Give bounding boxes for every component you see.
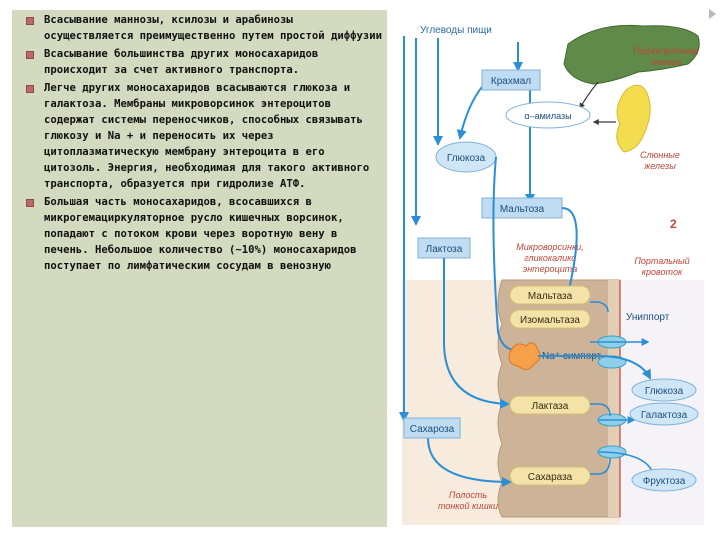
starch-box [481,69,541,91]
food-carbs-label: Углеводы пищи [420,25,492,36]
isomaltase-pill [509,309,591,329]
bullet-item: Всасывание большинства других моносахари… [24,46,384,78]
pancreas-shape [563,24,700,85]
pancreas-label-line2: железа [650,57,681,67]
uniport-label: Униппорт [626,312,670,323]
figure-number: 2 [670,217,677,231]
isomaltase-label: Изомальтаза [520,315,580,326]
arrow-pancreas-to-amylase [579,81,599,110]
bullet-marker-icon [26,17,34,25]
cavity-label-line2: тонкой кишки [438,501,498,511]
arrow-sucrase-flow [590,457,611,475]
portal-label-line2: кровоток [642,267,683,277]
bullet-item: Большая часть моносахаридов, всосавшихся… [24,194,384,274]
bullet-marker-icon [26,51,34,59]
lactose-left-label: Лактоза [426,244,463,255]
sucrose-label: Сахароза [410,424,455,435]
food-carbs-label-bg [410,20,510,38]
arrow-lactose-to-lactase [443,258,510,409]
microvilli-label-line3: энтероцита [523,264,577,274]
salivary-gland-shape [616,84,651,153]
portal-label-line1: Портальный [634,256,689,266]
arrow-lactase-flow [590,403,611,417]
arrow-maltase-flow [590,301,609,313]
cavity-label-line1: Полость [449,490,487,500]
maltase-pill [509,285,591,305]
bullet-text: Всасывание маннозы, ксилозы и арабинозы … [44,14,383,42]
lactase-pill [509,395,591,415]
bullet-item: Всасывание маннозы, ксилозы и арабинозы … [24,12,384,44]
lactase-label: Лактаза [532,401,569,412]
salivary-label-line1: Слюнные [640,150,680,160]
bullet-text: Легче других моносахаридов всасываются г… [44,82,370,190]
microvilli-label-line1: Микроворсинки, [516,242,584,252]
arrow-glucose-to-symport [492,156,517,351]
galactose-ellipse [629,402,699,426]
enterocyte-membrane [608,280,620,517]
glucose-top-label: Глюкоза [447,153,486,164]
galactose-label: Галактоза [641,410,688,421]
bullet-list: Всасывание маннозы, ксилозы и арабинозы … [24,12,384,276]
sucrase-label: Сахараза [528,472,573,483]
bullet-marker-icon [26,85,34,93]
salivary-label-line2: железы [643,161,676,171]
starch-label: Крахмал [491,76,531,87]
fructose-ellipse [631,468,697,492]
sucrose-box [403,417,461,439]
bullet-marker-icon [26,199,34,207]
microvilli-label-line2: гликокаликс [524,253,576,263]
bullet-text: Большая часть моносахаридов, всосавшихся… [44,196,357,272]
sucrase-pill [509,466,591,486]
amylase-ellipse [505,101,591,129]
na-symport-transporter-icon [508,342,541,370]
arrow-sucrose-to-sucrase [427,437,512,487]
text-panel: Всасывание маннозы, ксилозы и арабинозы … [12,10,387,527]
arrow-maltose-to-maltase [561,207,578,296]
fructose-label: Фруктоза [643,476,686,487]
maltase-label: Мальтаза [528,291,573,302]
corner-triangle-icon [709,9,716,19]
arrow-symport-to-glucose [538,355,651,380]
bullet-text: Всасывание большинства других моносахари… [44,48,319,76]
carbohydrate-absorption-diagram: Углеводы пищи Крахмал α–амилазы Поджелуд… [398,12,708,527]
bullet-item: Легче других моносахаридов всасываются г… [24,80,384,192]
amylase-label: α–амилазы [524,111,571,121]
glucose-right-label: Глюкоза [645,386,684,397]
pancreas-label-line1: Поджелудочная [633,46,699,56]
maltose-top-label: Мальтоза [500,204,545,215]
glucose-right-ellipse [631,378,697,402]
